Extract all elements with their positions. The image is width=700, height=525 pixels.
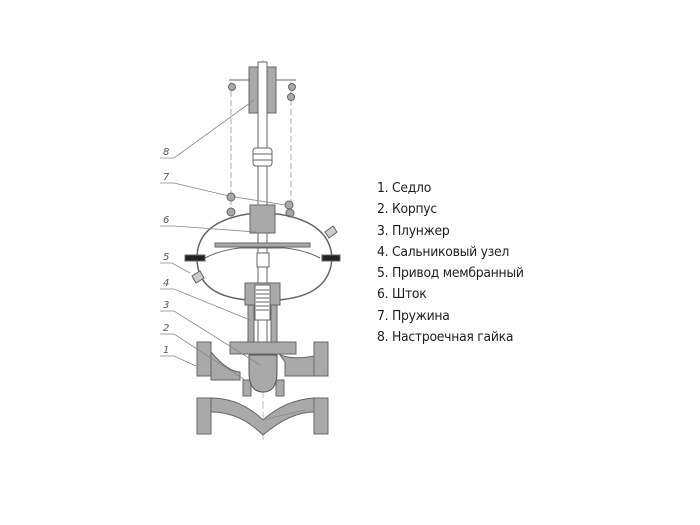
callout-2: 2 [163,323,169,334]
callout-5: 5 [163,252,169,263]
spring [226,192,295,218]
legend-item: 5. Привод мембранный [377,265,524,282]
callout-6: 6 [163,215,169,226]
diaphragm-actuator [184,204,341,301]
leader-lines [160,99,306,421]
packing-gland [229,282,297,355]
plug [248,354,278,393]
legend-item: 4. Сальниковый узел [377,243,510,260]
legend-item: 6. Шток [377,286,427,303]
callout-3: 3 [163,300,169,311]
legend-item: 8. Настроечная гайка [377,329,514,346]
legend-item: 7. Пружина [377,307,450,324]
parts-legend: 1. Седло 2. Корпус 3. Плунжер 4. Сальник… [377,178,524,348]
coupling [252,147,273,167]
legend-item: 2. Корпус [377,201,437,218]
legend-item: 1. Седло [377,180,432,196]
callout-1: 1 [163,345,169,356]
valve-body [196,341,329,436]
callout-4: 4 [163,278,169,289]
callout-7: 7 [163,172,170,183]
callout-8: 8 [163,147,169,158]
legend-item: 3. Плунжер [377,222,450,239]
